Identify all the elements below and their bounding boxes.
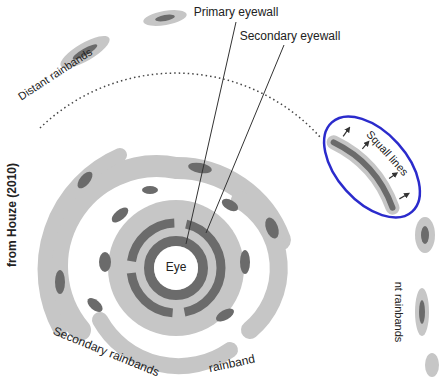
eye-circle: Eye [154,246,198,290]
callout-label: Primary eyewall [194,6,279,19]
squall-label: Squall lines [364,128,411,178]
callout-label: Secondary eyewall [240,30,341,43]
leader-line [206,45,284,233]
highlight-ellipse [306,99,438,235]
eye-label: Eye [166,261,187,274]
squall-line-band [334,126,411,208]
distant-rainbands-right [415,217,439,377]
secondary-eyewall-ring [131,223,221,313]
primary-eyewall-ring [149,241,203,295]
eye-fill [154,246,198,290]
rainband-label: Distant rainbands [16,46,94,103]
rainband-label: Secondary rainbands [51,325,161,380]
squall-line-ellipse-outline [303,96,441,238]
convective-cells [55,161,281,324]
squall-line-ellipse: Squall lines [303,96,441,238]
outer-dotted-circle [40,73,320,137]
rainband-label: rainband [208,353,256,376]
source-credit: from Houze (2010) [6,163,19,267]
leader-line [186,22,236,244]
rainband-label: nt rainbands [393,282,405,343]
